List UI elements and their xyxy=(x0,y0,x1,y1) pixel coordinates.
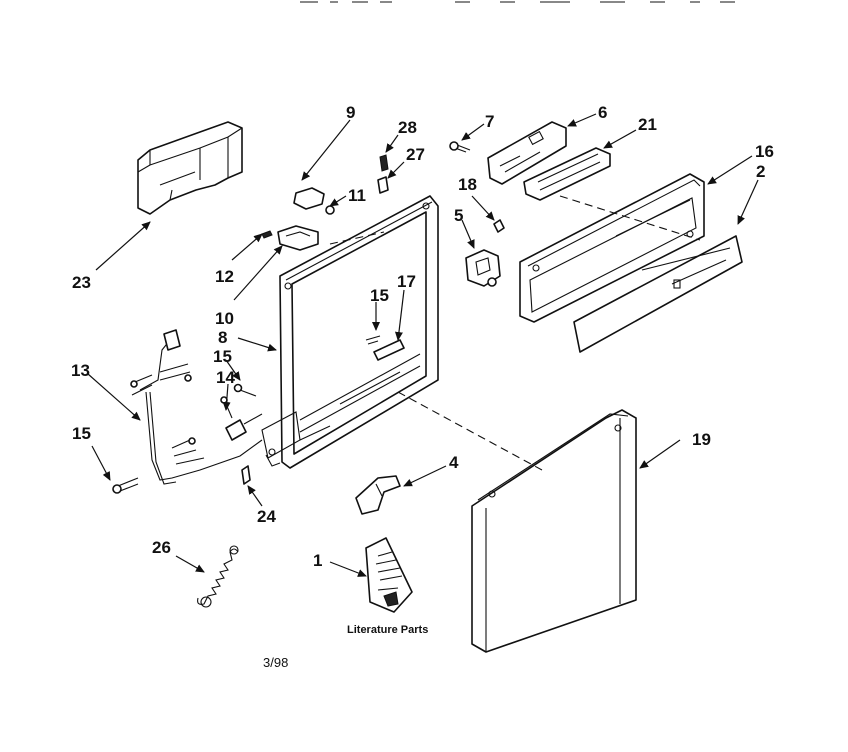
callout-label: 1 xyxy=(313,551,323,570)
callout-label: 21 xyxy=(638,115,657,134)
callout-label: 24 xyxy=(257,507,276,526)
callout-label: 7 xyxy=(485,112,495,131)
outer-door-panel-part-19 xyxy=(471,409,637,653)
callout-label: 26 xyxy=(152,538,171,557)
callout-label: 8 xyxy=(218,328,228,347)
callout-label: 13 xyxy=(71,361,90,380)
clip-part-24 xyxy=(241,465,251,485)
callout-label: 10 xyxy=(215,309,234,328)
trim-strip-part-2 xyxy=(573,235,743,353)
inner-door-frame-part-8 xyxy=(261,195,439,469)
literature-parts-caption: Literature Parts xyxy=(347,624,429,636)
callout-label: 2 xyxy=(756,162,766,181)
callout-label: 19 xyxy=(692,430,711,449)
callout-label: 5 xyxy=(454,206,464,225)
callout-label: 14 xyxy=(216,368,235,387)
callout-label: 27 xyxy=(406,145,425,164)
spring-part-26 xyxy=(197,545,239,608)
screws-part-15 xyxy=(112,383,257,494)
callout-label: 12 xyxy=(215,267,234,286)
vent-duct-part-23 xyxy=(137,121,243,215)
callout-label: 15 xyxy=(370,286,389,305)
callout-label: 28 xyxy=(398,118,417,137)
callout-label: 6 xyxy=(598,103,608,122)
leader-arrows xyxy=(87,113,759,577)
assembly-dashed-lines xyxy=(329,195,701,471)
callout-label: 15 xyxy=(72,424,91,443)
latch-assembly xyxy=(261,187,335,251)
callout-label: 16 xyxy=(755,142,774,161)
date-code: 3/98 xyxy=(263,655,289,670)
callout-label: 23 xyxy=(72,273,91,292)
literature-card-part-1 xyxy=(365,537,413,613)
callout-label: 4 xyxy=(449,453,459,472)
frame-hardware xyxy=(365,335,405,361)
wire-harness-part-13 xyxy=(130,329,263,485)
callout-label: 15 xyxy=(213,347,232,366)
thermal-fuse-part-14 xyxy=(220,396,263,441)
control-panel-parts xyxy=(449,121,611,201)
hinge-clip-part-4 xyxy=(355,475,401,515)
control-console-part-16 xyxy=(519,173,705,323)
small-clips xyxy=(377,154,389,194)
switch-parts xyxy=(465,219,505,287)
callout-label: 17 xyxy=(397,272,416,291)
callout-label: 9 xyxy=(346,103,356,122)
callout-label: 11 xyxy=(348,186,366,205)
callout-label: 18 xyxy=(458,175,477,194)
